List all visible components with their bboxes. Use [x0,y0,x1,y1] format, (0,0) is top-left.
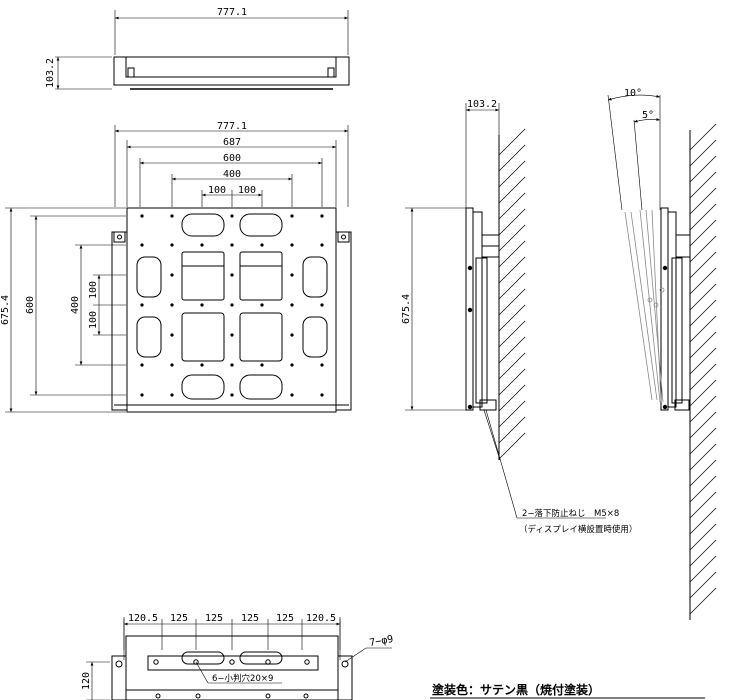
slot-callout-label: 6−小判穴20×9 [212,673,273,684]
hatch-line [689,443,717,471]
front-view: 777.1 687 600 400 100 100 675.4 600 400 [0,121,352,413]
hatch-line [498,304,526,332]
spacing-label: 125 [205,613,223,624]
dim-vpitch-a-label: 100 [88,281,99,299]
hatch-line [498,176,526,204]
top-depth-label: 103.2 [45,58,56,88]
hatch-line [689,395,717,423]
hatch-line [689,539,717,567]
side-height-label: 675.4 [401,294,412,324]
bottom-spacing-ticks [123,619,341,650]
bottom-height-label: 120 [81,672,92,690]
hatch-line [689,267,717,295]
hatch-line [689,315,717,343]
hatch-line [498,192,526,220]
hatch-line [689,139,717,167]
hatch-line [689,235,717,263]
side-wall-hatch [498,128,526,460]
dim-687-label: 687 [223,137,241,148]
top-view: 777.1 103.2 [45,7,350,90]
dim-pitch-b-label: 100 [238,185,256,196]
side-view: 103.2 675.4 [401,99,526,461]
callout-line1: 2−落下防止ねじ M5×8 [522,508,619,519]
hatch-line [689,555,717,583]
hatch-line [689,331,717,359]
hatch-line [689,523,717,551]
hatch-line [689,507,717,535]
hatch-line [689,123,717,151]
spacing-label: 120.5 [306,613,336,624]
hatch-line [498,368,526,396]
callout-line2: （ディスプレイ横設置時使用） [519,524,637,535]
hatch-line [689,203,717,231]
hatch-line [498,400,526,428]
spacing-label: 125 [276,613,294,624]
tilt-wall-hatch [689,123,717,615]
hatch-line [689,459,717,487]
bottom-view: 120.5 125 125 125 125 120.5 120 7−φ9 6−小判穴20×… [81,613,394,700]
screw-callout: 2−落下防止ねじ M5×8 （ディスプレイ横設置時使用） [485,409,637,535]
dim-vpitch-b-label: 100 [88,311,99,329]
hole-callout-label: 7−φ9 [369,634,395,649]
dim-400-label: 400 [223,169,241,180]
hatch-line [689,171,717,199]
hatch-line [689,491,717,519]
dim-h400-label: 400 [70,296,81,314]
hatch-line [689,411,717,439]
dim-h600-label: 600 [25,296,36,314]
hatch-line [498,432,526,460]
hatch-line [689,187,717,215]
top-width-label: 777.1 [217,7,247,18]
tilt-angle-step-label: 5° [642,110,654,121]
hatch-line [689,347,717,375]
hatch-line [498,320,526,348]
dim-pitch-a-label: 100 [208,185,226,196]
hatch-line [689,219,717,247]
hatch-line [689,363,717,391]
spacing-label: 125 [170,613,188,624]
hatch-line [498,128,526,156]
side-depth-label: 103.2 [467,99,497,110]
hatch-line [498,352,526,380]
dim-777-label: 777.1 [217,121,247,132]
hatch-line [498,336,526,364]
hatch-line [498,224,526,252]
hatch-line [498,240,526,268]
paint-note-text: 塗装色：サテン黒（焼付塗装） [432,682,600,697]
hatch-line [498,160,526,188]
spacing-label: 120.5 [128,613,158,624]
hatch-line [689,299,717,327]
bottom-spacing-labels: 120.5 125 125 125 125 120.5 [128,613,336,624]
hatch-line [498,384,526,412]
hatch-line [689,251,717,279]
dim-675-label: 675.4 [0,295,11,325]
tilt-angle-max-label: 10° [624,88,642,99]
hatch-line [498,272,526,300]
hatch-line [689,379,717,407]
dim-600-label: 600 [223,153,241,164]
paint-note: 塗装色：サテン黒（焼付塗装） [430,682,705,699]
hatch-line [689,475,717,503]
hatch-line [498,208,526,236]
hatch-line [498,144,526,172]
hatch-line [498,416,526,444]
hatch-line [498,256,526,284]
hatch-line [689,571,717,599]
front-holes [140,214,324,397]
hatch-line [498,288,526,316]
hatch-line [689,155,717,183]
hatch-line [689,427,717,455]
spacing-label: 125 [241,613,259,624]
tilt-view: 10° 5° [607,88,717,620]
hatch-line [689,283,717,311]
hatch-line [689,587,717,615]
